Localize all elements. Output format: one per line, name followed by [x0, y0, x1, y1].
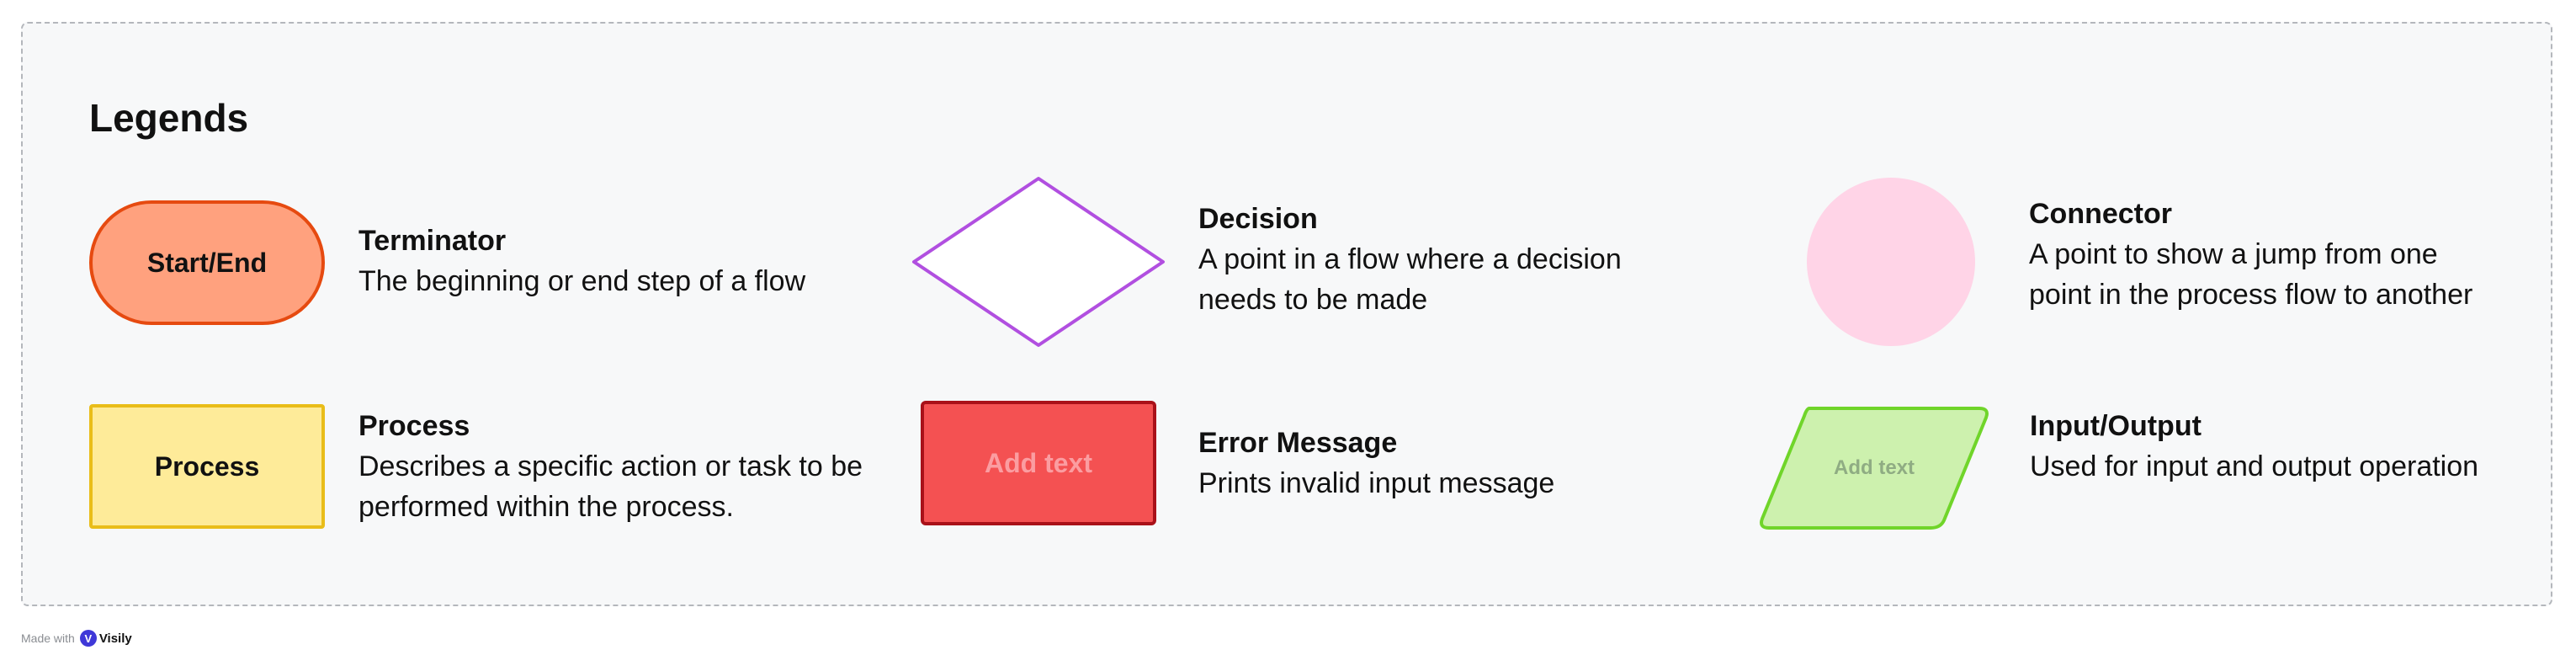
- input-output-name: Input/Output: [2030, 410, 2202, 442]
- terminator-text: The beginning or end step of a flow: [359, 265, 806, 297]
- terminator-shape-label: Start/End: [146, 247, 268, 278]
- error-message-text: Prints invalid input message: [1198, 467, 1555, 499]
- decision-text-line-2: needs to be made: [1198, 284, 1428, 316]
- connector-text-line-1: A point to show a jump from one: [2029, 238, 2438, 270]
- decision-name: Decision: [1198, 203, 1318, 235]
- process-text-line-1: Describes a specific action or task to b…: [359, 450, 863, 482]
- connector-shape: [1807, 178, 1975, 346]
- connector-description: Connector A point to show a jump from on…: [2029, 194, 2472, 315]
- terminator-name: Terminator: [359, 225, 507, 257]
- decision-text-line-1: A point in a flow where a decision: [1198, 243, 1622, 275]
- process-text-line-2: performed within the process.: [359, 491, 734, 523]
- visily-logo-icon: V: [79, 630, 97, 647]
- decision-shape: [912, 177, 1165, 347]
- process-description: Process Describes a specific action or t…: [359, 406, 863, 527]
- error-message-description: Error Message Prints invalid input messa…: [1198, 423, 1554, 503]
- legend-frame: [21, 22, 2552, 606]
- input-output-text: Used for input and output operation: [2030, 450, 2479, 482]
- error-message-shape-label: Add text: [985, 447, 1092, 478]
- process-shape: Process: [89, 404, 325, 529]
- input-output-shape-label: Add text: [1834, 456, 1915, 479]
- made-with-text: Made with: [21, 631, 75, 645]
- legend-title: Legends: [89, 96, 249, 140]
- input-output-shape: [1760, 407, 1989, 530]
- decision-description: Decision A point in a flow where a decis…: [1198, 199, 1622, 320]
- visily-brand-name: Visily: [98, 631, 132, 646]
- connector-name: Connector: [2029, 198, 2172, 230]
- input-output-description: Input/Output Used for input and output o…: [2030, 406, 2478, 487]
- error-message-name: Error Message: [1198, 427, 1398, 459]
- terminator-shape: Start/End: [89, 200, 325, 325]
- error-message-shape: Add text: [921, 401, 1156, 525]
- terminator-description: Terminator The beginning or end step of …: [359, 221, 805, 301]
- made-with-footer[interactable]: Made with V Visily: [21, 630, 132, 647]
- connector-text-line-2: point in the process flow to another: [2029, 279, 2473, 311]
- process-name: Process: [359, 410, 470, 442]
- process-shape-label: Process: [154, 450, 260, 482]
